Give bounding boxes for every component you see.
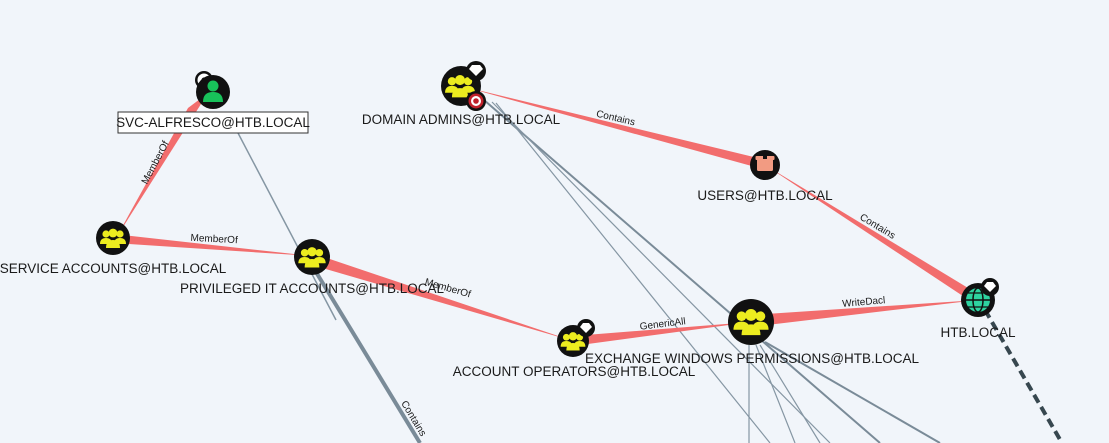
node-privileged-it-accounts[interactable]: PRIVILEGED IT ACCOUNTS@HTB.LOCAL xyxy=(180,239,445,296)
edge-da-fan-2[interactable] xyxy=(491,101,831,443)
edges: MemberOf MemberOf MemberOf Contains Cont… xyxy=(113,86,1064,443)
group-icon xyxy=(294,239,330,275)
node-label: HTB.LOCAL xyxy=(940,325,1016,340)
user-icon xyxy=(196,75,230,109)
edge-serviceaccounts-privileged[interactable] xyxy=(113,234,312,256)
node-label: ACCOUNT OPERATORS@HTB.LOCAL xyxy=(453,364,696,379)
target-icon xyxy=(466,91,486,111)
edge-ewp-down-4[interactable] xyxy=(764,341,941,443)
node-label: DOMAIN ADMINS@HTB.LOCAL xyxy=(362,112,561,127)
group-icon xyxy=(96,221,130,255)
edge-ewp-down-2[interactable] xyxy=(755,344,796,443)
edge-privileged-down[interactable] xyxy=(314,270,422,443)
edge-privileged-accountops[interactable] xyxy=(312,253,573,341)
container-icon xyxy=(750,150,780,180)
node-label: EXCHANGE WINDOWS PERMISSIONS@HTB.LOCAL xyxy=(585,351,919,366)
node-htb-local[interactable]: HTB.LOCAL xyxy=(940,278,1016,340)
edge-users-htb[interactable] xyxy=(765,165,978,306)
edge-accountops-ewp[interactable] xyxy=(573,322,751,346)
edge-svc-down[interactable] xyxy=(237,132,337,321)
node-svc-alfresco[interactable]: SVC-ALFRESCO@HTB.LOCAL xyxy=(116,71,310,134)
diamond-badge-icon xyxy=(466,61,486,81)
node-exchange-windows-permissions[interactable]: EXCHANGE WINDOWS PERMISSIONS@HTB.LOCAL xyxy=(585,299,919,366)
group-icon xyxy=(728,299,774,345)
node-users[interactable]: USERS@HTB.LOCAL xyxy=(697,150,833,203)
node-label-box xyxy=(117,111,309,134)
node-service-accounts[interactable]: SERVICE ACCOUNTS@HTB.LOCAL xyxy=(0,221,227,276)
edge-ewp-htb[interactable] xyxy=(750,300,978,327)
node-domain-admins[interactable]: DOMAIN ADMINS@HTB.LOCAL xyxy=(362,61,561,127)
edge-da-fan-3[interactable] xyxy=(495,102,771,443)
node-label: USERS@HTB.LOCAL xyxy=(697,188,833,203)
node-label: SVC-ALFRESCO@HTB.LOCAL xyxy=(116,115,310,130)
edge-label-memberof: MemberOf xyxy=(140,139,172,186)
edge-label-memberof: MemberOf xyxy=(190,233,238,246)
node-label: PRIVILEGED IT ACCOUNTS@HTB.LOCAL xyxy=(180,281,445,296)
diamond-badge-icon xyxy=(981,278,999,296)
edge-htb-dashed[interactable] xyxy=(983,308,1064,443)
node-account-operators[interactable]: ACCOUNT OPERATORS@HTB.LOCAL xyxy=(453,319,696,379)
edge-ewp-down-3[interactable] xyxy=(759,344,821,443)
edge-da-users[interactable] xyxy=(461,86,766,170)
node-label: SERVICE ACCOUNTS@HTB.LOCAL xyxy=(0,261,227,276)
edge-label-writedacl: WriteDacl xyxy=(842,295,886,310)
diamond-badge-icon xyxy=(577,319,595,337)
edge-da-fan-1[interactable] xyxy=(483,99,881,443)
